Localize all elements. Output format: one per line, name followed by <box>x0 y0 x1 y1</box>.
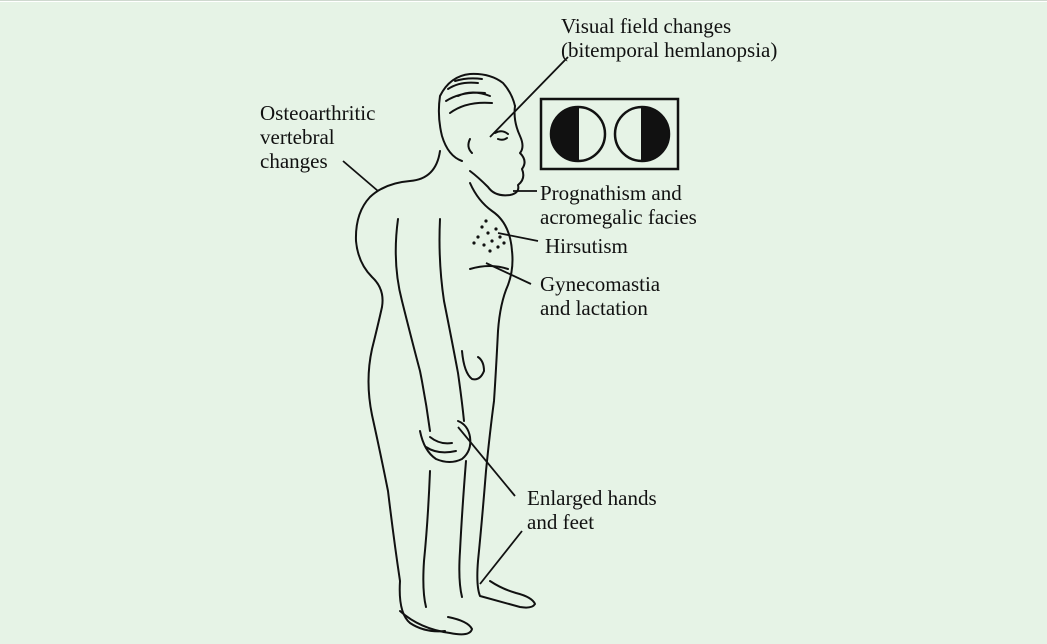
label-visual-field-line1: Visual field changes <box>561 14 777 38</box>
label-gynecomastia-line1: Gynecomastia <box>540 272 660 296</box>
label-gynecomastia: Gynecomastia and lactation <box>540 272 660 320</box>
label-hands-feet: Enlarged hands and feet <box>527 486 657 534</box>
label-osteoarthritic-line1: Osteoarthritic <box>260 101 375 125</box>
label-osteoarthritic-line2: vertebral <box>260 125 375 149</box>
label-hirsutism: Hirsutism <box>545 234 628 258</box>
label-visual-field: Visual field changes (bitemporal hemlano… <box>561 14 777 62</box>
label-hands-feet-line2: and feet <box>527 510 657 534</box>
label-osteoarthritic: Osteoarthritic vertebral changes <box>260 101 375 173</box>
label-visual-field-line2: (bitemporal hemlanopsia) <box>561 38 777 62</box>
label-prognathism: Prognathism and acromegalic facies <box>540 181 697 229</box>
label-hirsutism-line1: Hirsutism <box>545 234 628 258</box>
label-hands-feet-line1: Enlarged hands <box>527 486 657 510</box>
label-prognathism-line2: acromegalic facies <box>540 205 697 229</box>
label-osteoarthritic-line3: changes <box>260 149 375 173</box>
label-gynecomastia-line2: and lactation <box>540 296 660 320</box>
label-prognathism-line1: Prognathism and <box>540 181 697 205</box>
